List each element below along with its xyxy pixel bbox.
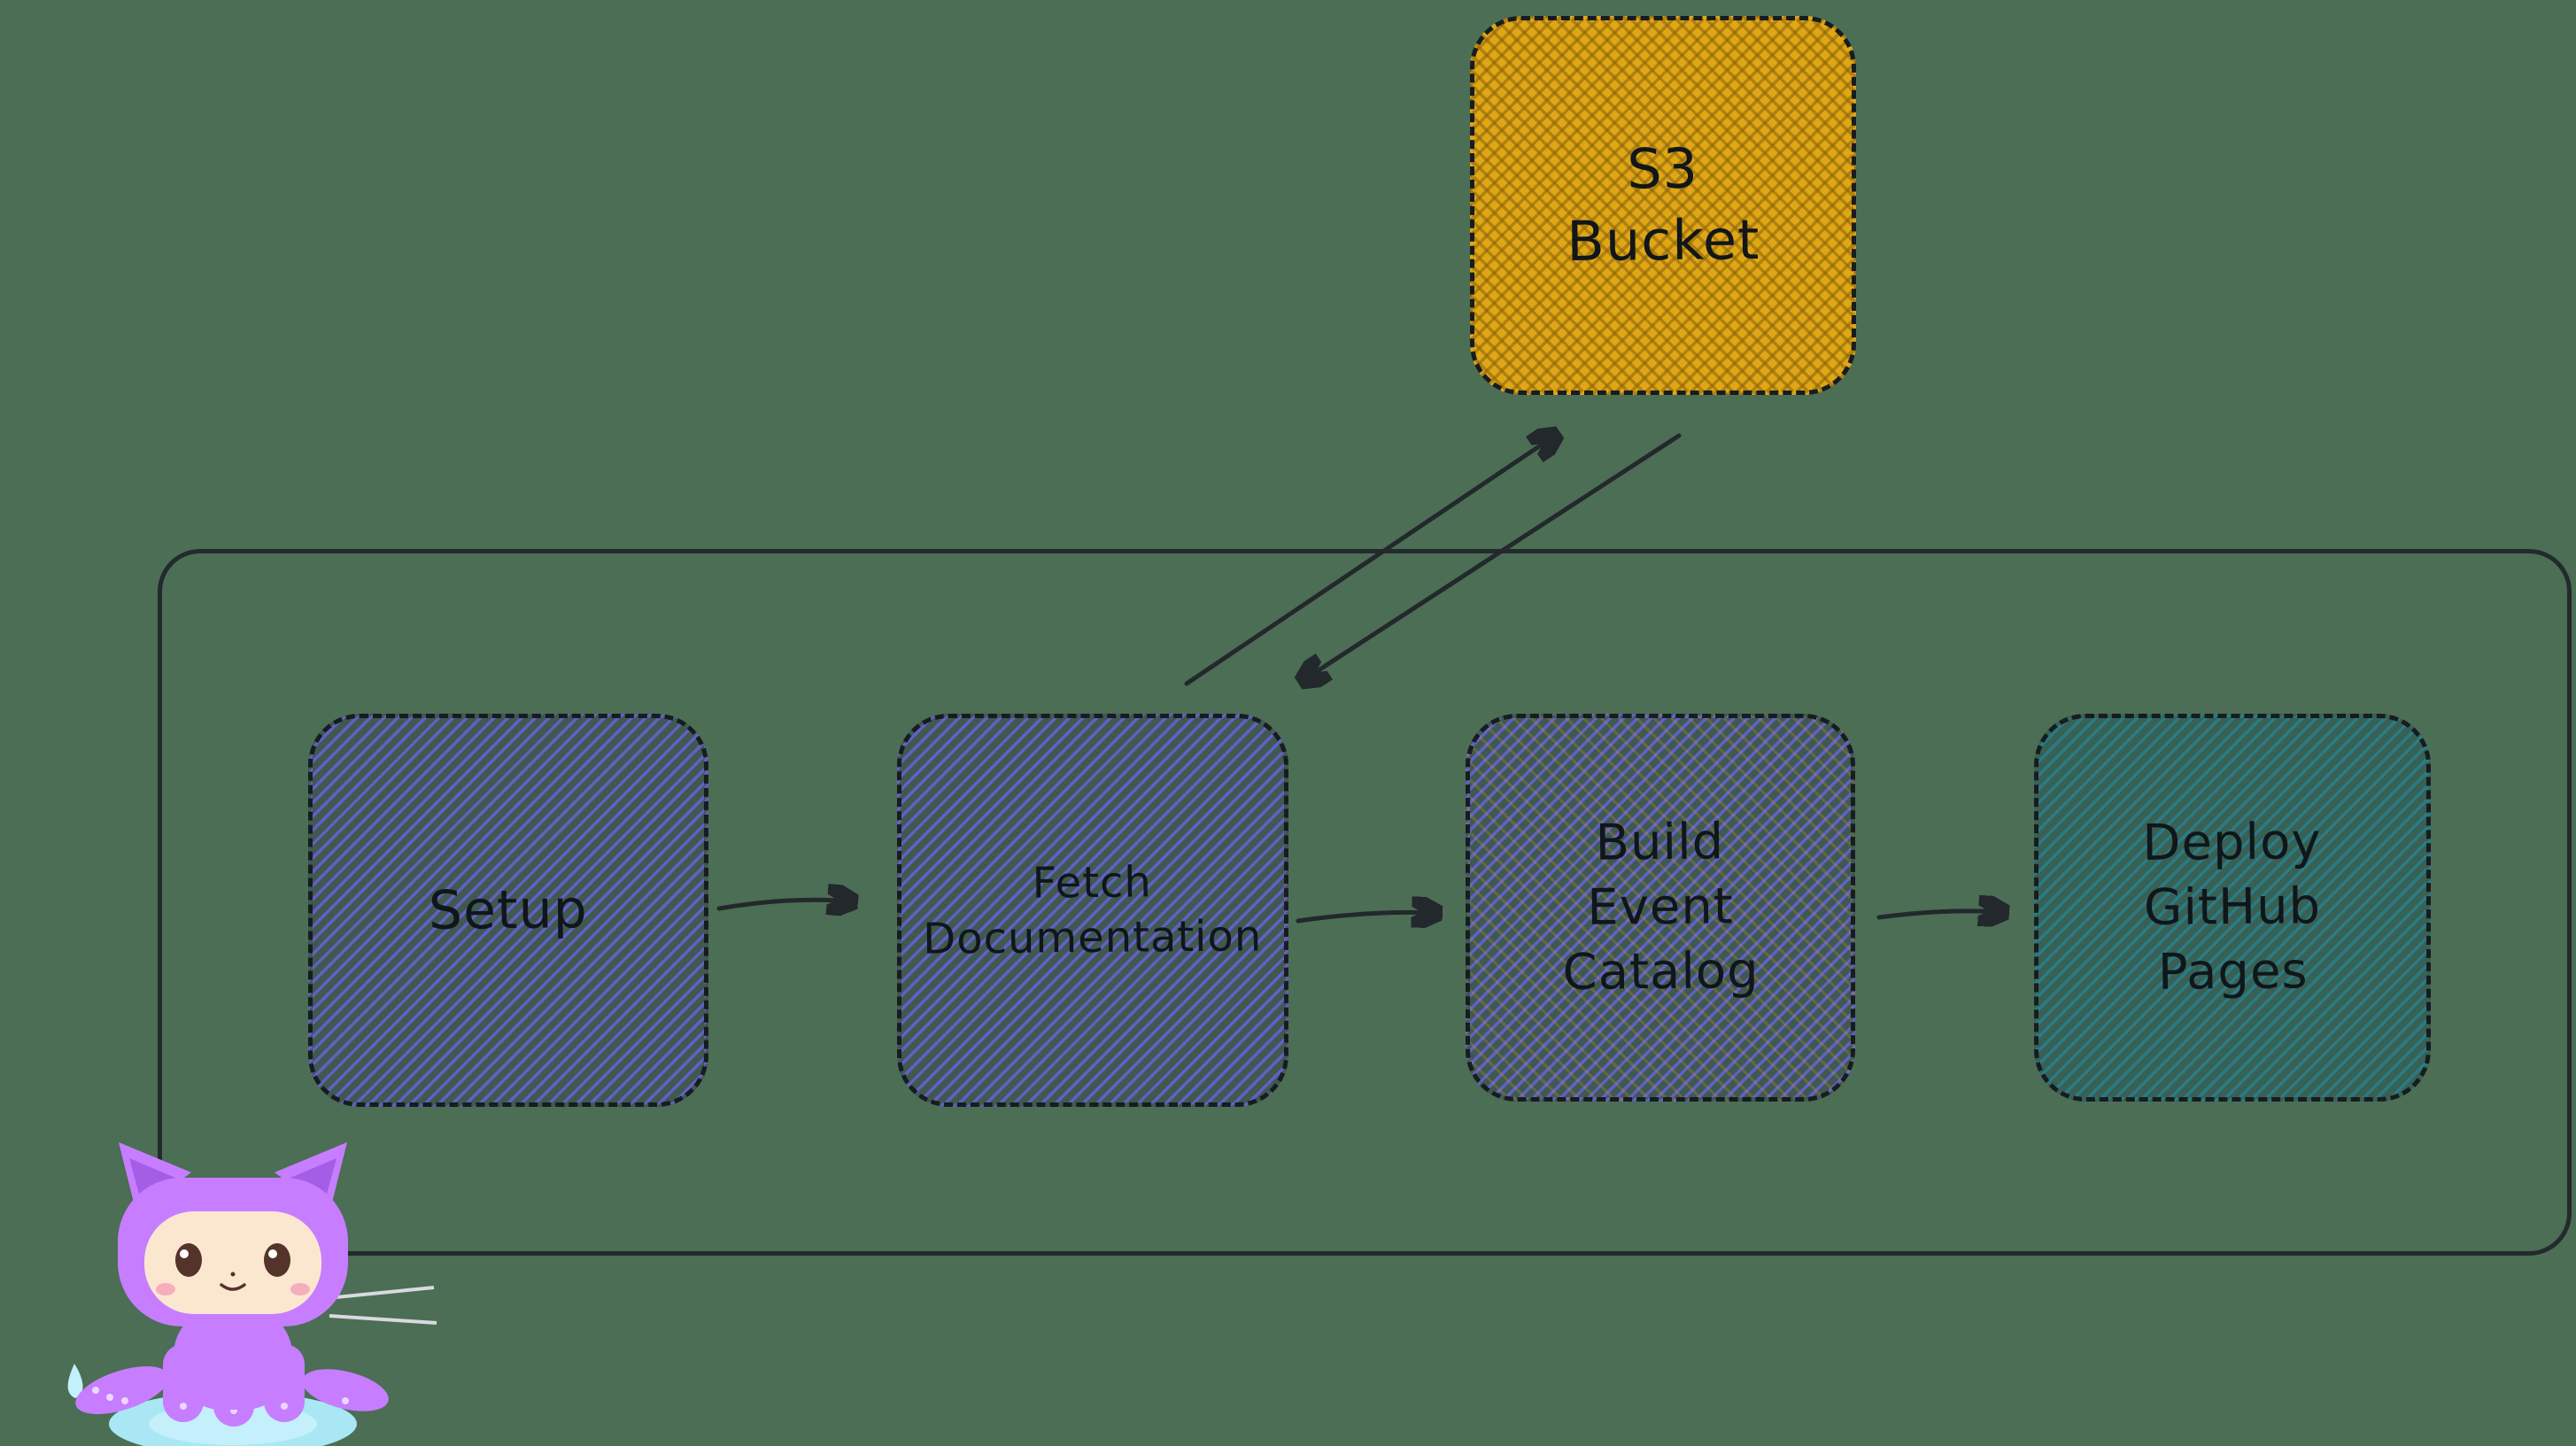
node-deploy-github-pages: Deploy GitHub Pages — [2034, 714, 2431, 1102]
node-deploy-github-pages-label: Deploy GitHub Pages — [2142, 812, 2322, 1001]
node-s3-bucket-label: S3 Bucket — [1566, 136, 1760, 274]
node-s3-bucket: S3 Bucket — [1470, 16, 1856, 395]
node-setup-label: Setup — [428, 878, 589, 942]
mascot-blush — [156, 1283, 310, 1295]
whiskers — [327, 1286, 437, 1325]
mascot-face — [144, 1211, 321, 1314]
github-octocat-mascot — [67, 1142, 437, 1446]
node-setup: Setup — [308, 714, 708, 1107]
node-fetch-documentation: Fetch Documentation — [897, 714, 1288, 1107]
mascot-body — [174, 1307, 292, 1410]
mascot-mouth — [220, 1272, 246, 1291]
mascot-ears — [119, 1142, 347, 1213]
mascot-eyes — [175, 1243, 290, 1277]
drop-icon — [67, 1364, 83, 1398]
node-fetch-documentation-label: Fetch Documentation — [923, 857, 1264, 964]
node-build-event-catalog: Build Event Catalog — [1466, 714, 1855, 1102]
node-build-event-catalog-label: Build Event Catalog — [1562, 813, 1760, 1001]
